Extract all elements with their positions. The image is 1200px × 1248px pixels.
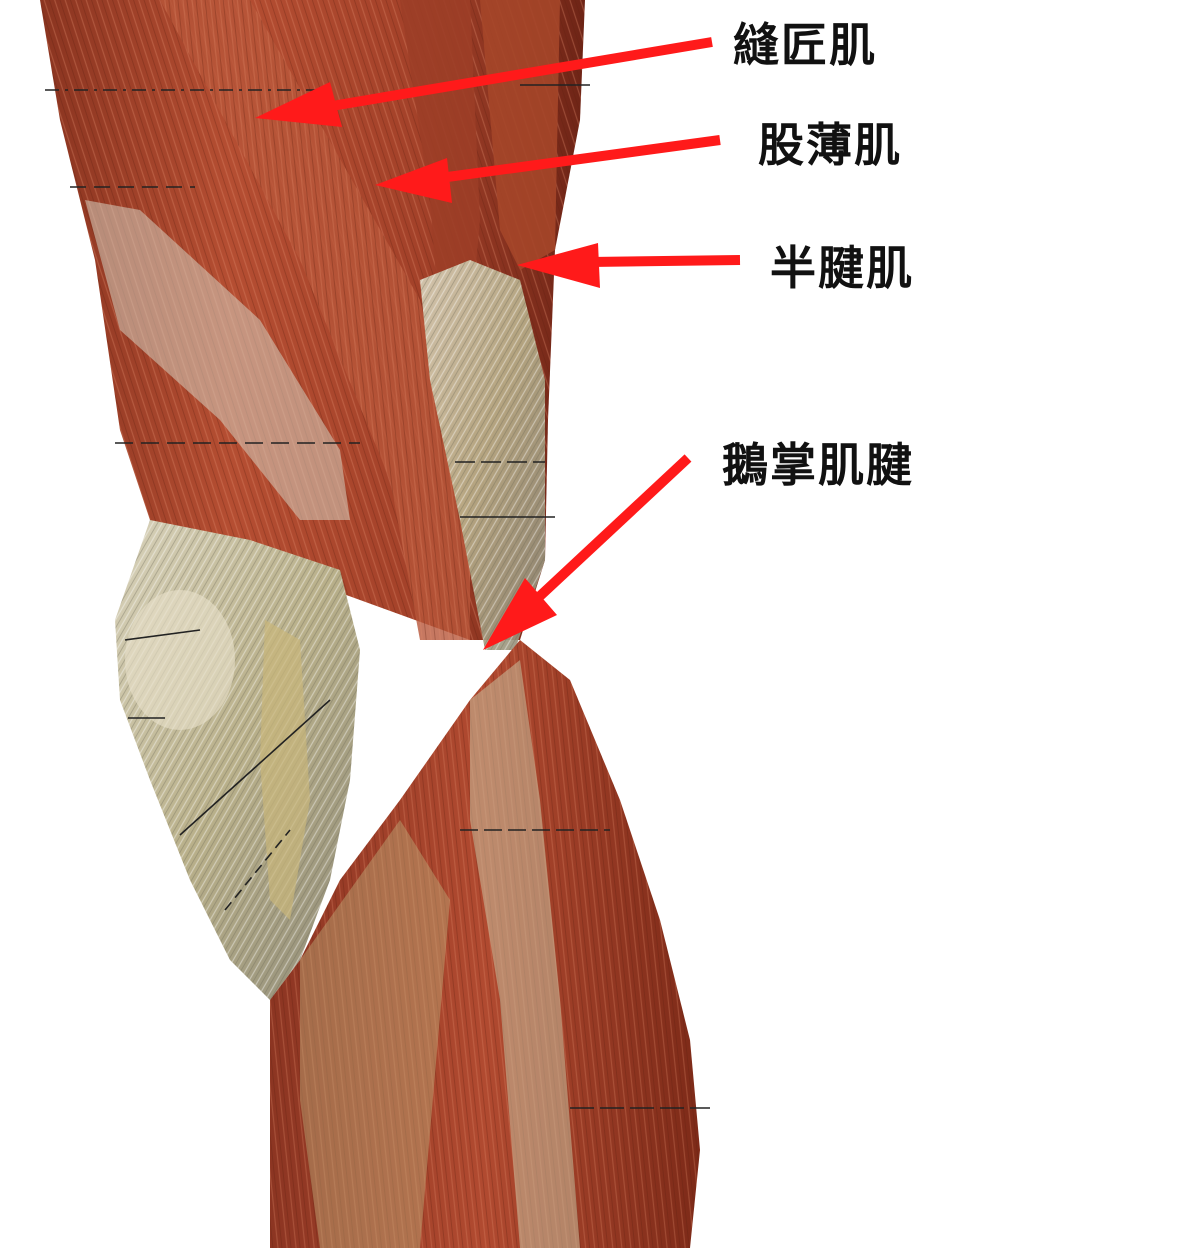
thigh-muscles <box>40 0 585 650</box>
arrow-pes-anserinus <box>483 454 692 650</box>
lower-leg-muscles <box>270 640 700 1248</box>
annotation-arrows <box>255 37 741 650</box>
label-pes-anserinus-tendon: 鵝掌肌腱 <box>722 438 914 492</box>
knee-joint <box>115 520 360 1000</box>
arrow-gracilis <box>375 135 721 203</box>
arrow-semitendinosus <box>517 243 741 288</box>
label-gracilis: 股薄肌 <box>758 118 902 172</box>
label-sartorius: 縫匠肌 <box>733 18 877 72</box>
leader-lines <box>45 84 710 1109</box>
label-semitendinosus: 半腱肌 <box>770 241 914 295</box>
arrow-sartorius <box>255 37 713 127</box>
